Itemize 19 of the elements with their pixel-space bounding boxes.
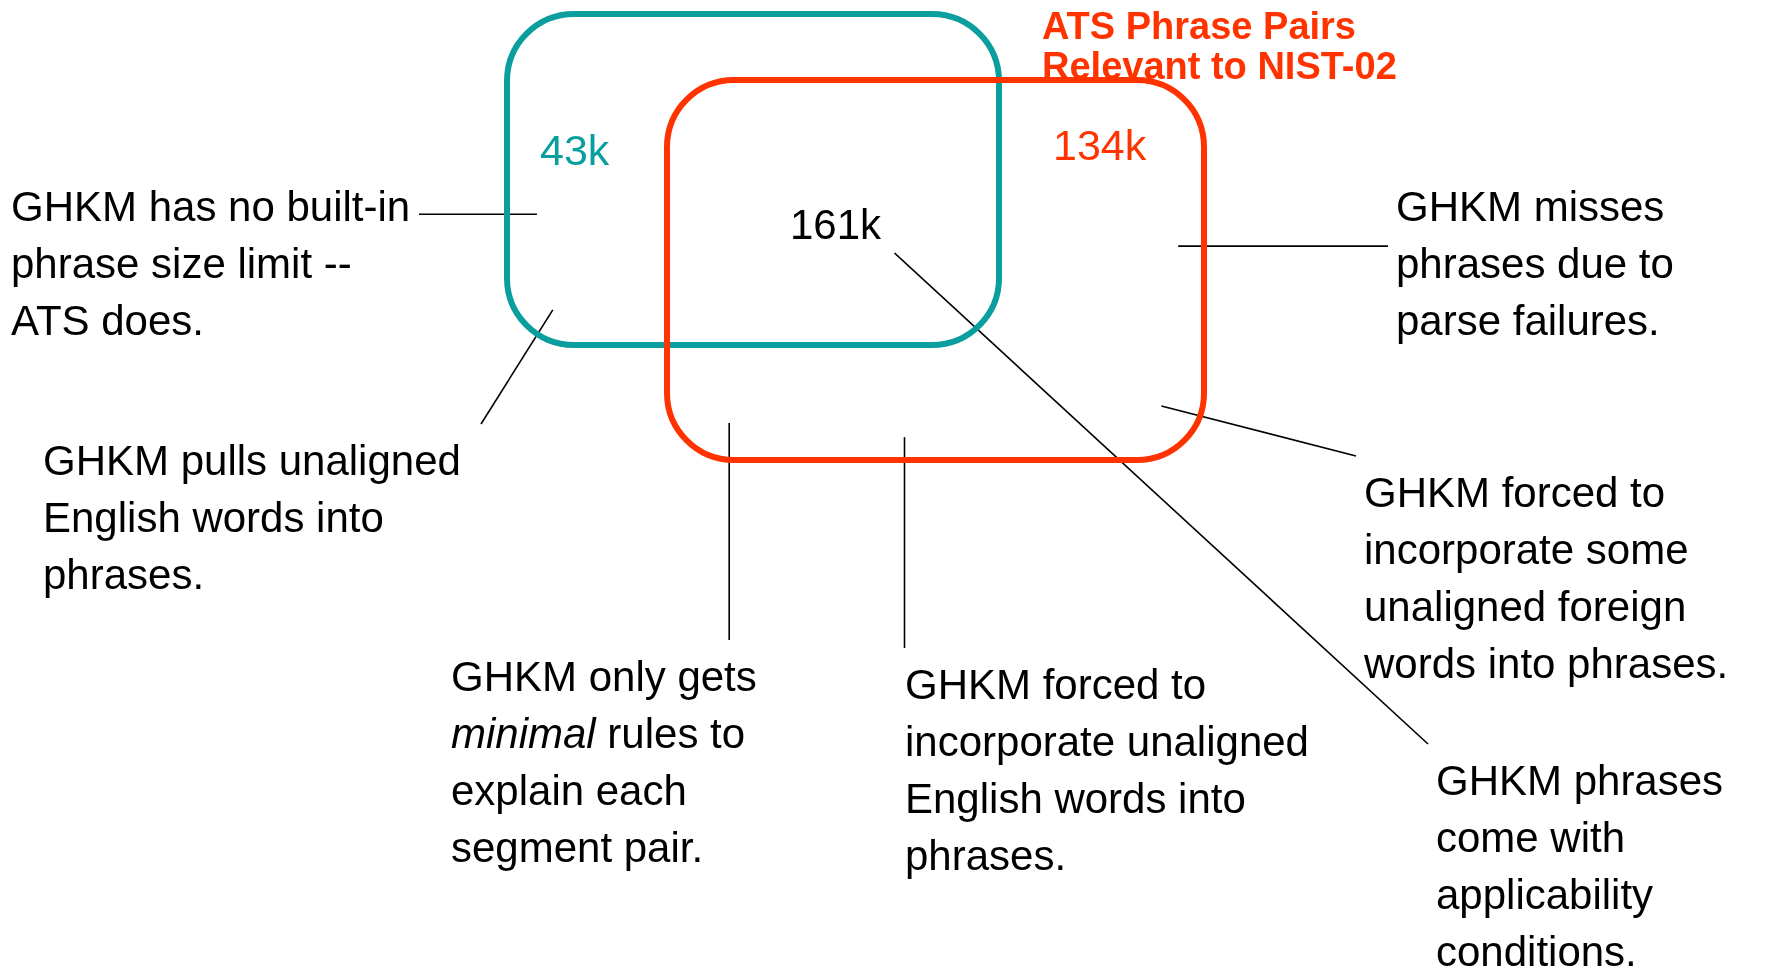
callout-text: GHKM forced to incorporate unaligned English words into phrases. [905, 656, 1325, 884]
callout-text: GHKM only gets minimal rules to explain each segment pair. [451, 648, 821, 876]
callout-text: GHKM forced to incorporate some unaligned foreign words into phrases. [1364, 464, 1791, 692]
leader-line [1160, 405, 1357, 457]
set-title: ATS Phrase Pairs Relevant to NIST-02 [1042, 6, 1398, 86]
leader-line [1177, 245, 1389, 247]
set-outline [504, 11, 1002, 348]
callout-text: GHKM phrases come with applicability conditions. [1436, 752, 1776, 976]
count-label: 134k [1053, 121, 1147, 169]
leader-line [903, 436, 906, 649]
count-label: 161k [790, 196, 900, 253]
leader-line [480, 309, 554, 425]
callout-text: GHKM has no built-in phrase size limit -- ATS does. [11, 178, 411, 349]
leader-line [418, 213, 538, 215]
leader-line [728, 422, 730, 641]
callout-text: GHKM misses phrases due to parse failures. [1396, 178, 1766, 349]
count-label: 43k [540, 126, 610, 174]
callout-text: GHKM pulls unaligned English words into phrases. [43, 432, 473, 603]
leader-line [893, 252, 1429, 745]
